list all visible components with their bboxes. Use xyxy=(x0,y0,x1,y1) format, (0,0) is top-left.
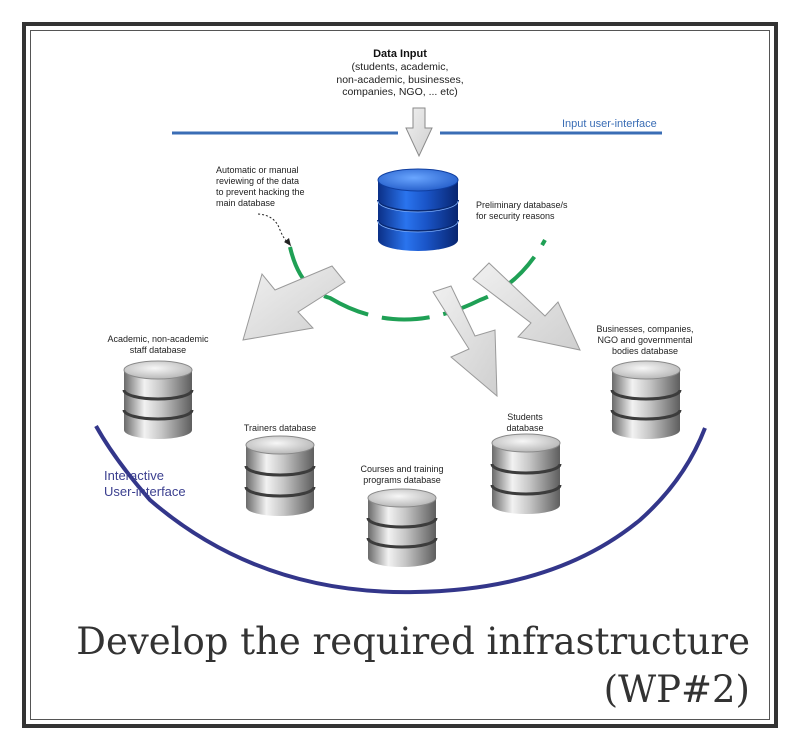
data-input-arrow xyxy=(405,107,433,158)
businesses-db-line-2: NGO and governmental xyxy=(597,335,693,345)
interactive-ui-arc xyxy=(94,425,707,595)
data-input-title: Data Input xyxy=(373,48,427,60)
preliminary-db-label: Preliminary database/s for security reas… xyxy=(476,200,568,222)
input-ui-label: Input user-interface xyxy=(562,118,657,130)
slide-title-line-1: Develop the required infrastructure xyxy=(76,620,750,663)
arrow-to-businesses xyxy=(472,262,581,351)
outer-frame xyxy=(22,22,778,728)
slide-title-line-2: (WP#2) xyxy=(603,668,750,711)
academic-db-label: Academic, non-academic staff database xyxy=(88,334,228,356)
students-database-icon xyxy=(490,433,562,514)
arrow-to-academic xyxy=(242,265,346,341)
courses-db-line-1: Courses and training xyxy=(360,464,444,474)
businesses-db-line-1: Businesses, companies, xyxy=(596,324,694,334)
academic-db-line-2: staff database xyxy=(129,345,187,355)
slide-title: Develop the required infrastructure (WP#… xyxy=(76,618,750,714)
data-input-line-3: companies, NGO, ... etc) xyxy=(342,86,458,98)
inner-frame xyxy=(30,30,770,720)
courses-database-icon xyxy=(366,488,438,567)
trainers-db-line-1: Trainers database xyxy=(243,423,317,433)
students-db-label: Students database xyxy=(475,412,575,434)
review-note-line-2: reviewing of the data xyxy=(216,176,300,186)
review-note-pointer xyxy=(257,213,292,247)
arrow-to-students xyxy=(432,285,498,398)
courses-db-line-2: programs database xyxy=(363,475,441,485)
interactive-ui-line-2: User-interface xyxy=(104,484,186,499)
distribution-arrows xyxy=(242,262,581,398)
trainers-db-label: Trainers database xyxy=(220,423,340,434)
students-db-line-1: Students xyxy=(507,412,543,422)
trainers-database-icon xyxy=(244,435,316,516)
students-db-line-2: database xyxy=(506,423,544,433)
businesses-db-line-3: bodies database xyxy=(611,346,679,356)
review-note-pointer-head xyxy=(284,238,291,246)
courses-db-label: Courses and training programs database xyxy=(332,464,472,486)
academic-database-icon xyxy=(122,360,194,439)
review-note-line-1: Automatic or manual xyxy=(216,165,299,175)
interactive-ui-line-1: Interactive xyxy=(104,468,164,483)
businesses-db-label: Businesses, companies, NGO and governmen… xyxy=(580,324,710,357)
main-database-icon xyxy=(377,168,459,251)
academic-db-line-1: Academic, non-academic xyxy=(107,334,209,344)
review-note-line-4: main database xyxy=(216,198,276,208)
businesses-database-icon xyxy=(610,360,682,439)
interactive-ui-label: Interactive User-interface xyxy=(104,468,186,500)
preliminary-db-line-2: for security reasons xyxy=(476,211,555,221)
preliminary-db-line-1: Preliminary database/s xyxy=(476,200,568,210)
data-input-line-1: (students, academic, xyxy=(351,61,449,73)
review-note: Automatic or manual reviewing of the dat… xyxy=(216,165,305,209)
data-input-description: (students, academic, non-academic, busin… xyxy=(300,61,500,99)
data-input-line-2: non-academic, businesses, xyxy=(336,73,464,86)
review-note-line-3: to prevent hacking the xyxy=(216,187,305,197)
